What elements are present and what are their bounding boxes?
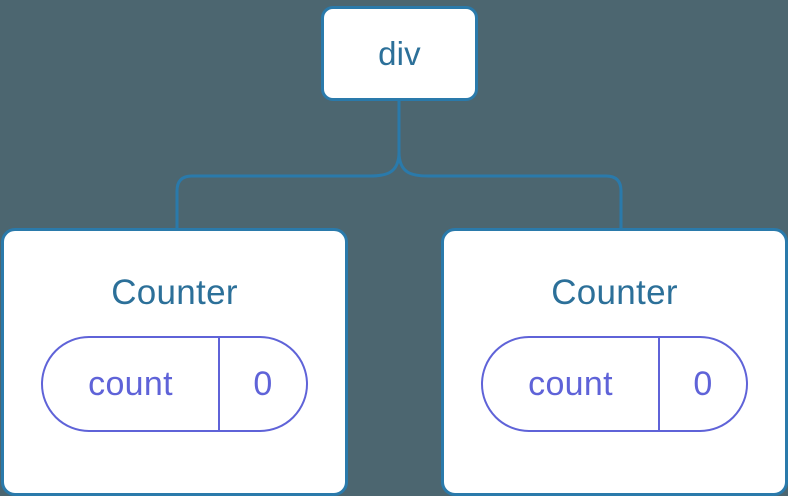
state-key-count-right: count [483,338,660,430]
state-key-count-left: count [43,338,220,430]
node-div[interactable]: div [321,6,478,101]
state-pill-counter-left: count 0 [41,336,308,432]
node-counter-left[interactable]: Counter count 0 [1,228,348,496]
state-value-count-right: 0 [693,365,713,403]
edge-root-to-counter-right [397,150,623,230]
node-div-label: div [378,35,421,72]
state-pill-counter-right: count 0 [481,336,748,432]
state-value-count-left: 0 [253,365,273,403]
edge-root-to-counter-left [175,150,401,230]
node-counter-right-label: Counter [551,273,678,312]
node-counter-right[interactable]: Counter count 0 [441,228,788,496]
node-counter-left-label: Counter [111,273,238,312]
